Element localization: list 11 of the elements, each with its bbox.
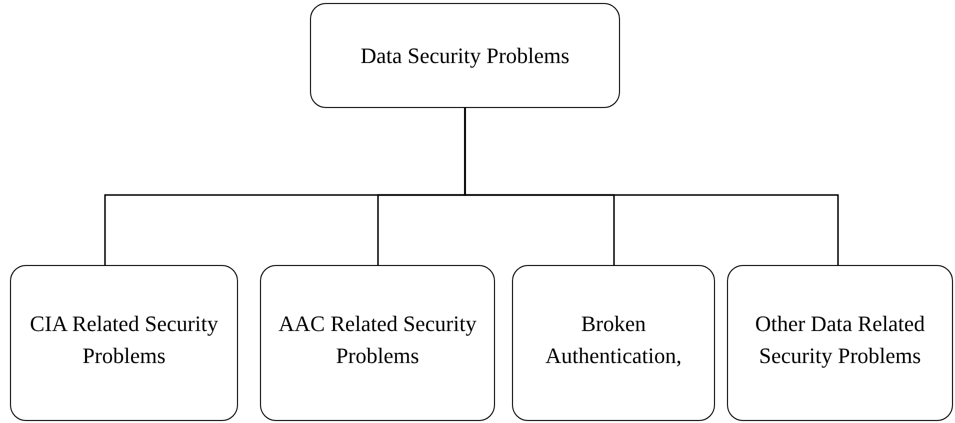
rounded-box: [512, 265, 715, 421]
box-label: AAC Related Security Problems: [278, 310, 478, 370]
box-label: Other Data Related Security Problems: [754, 310, 926, 370]
rounded-box: [10, 265, 238, 421]
rounded-box: [310, 3, 620, 108]
box-label: Broken Authentication,: [544, 310, 683, 370]
rounded-box: [727, 265, 953, 421]
box-label: Data Security Problems: [360, 42, 570, 70]
rounded-box: [260, 265, 495, 421]
box-label: CIA Related Security Problems: [28, 310, 220, 370]
connector-line: [464, 108, 839, 265]
